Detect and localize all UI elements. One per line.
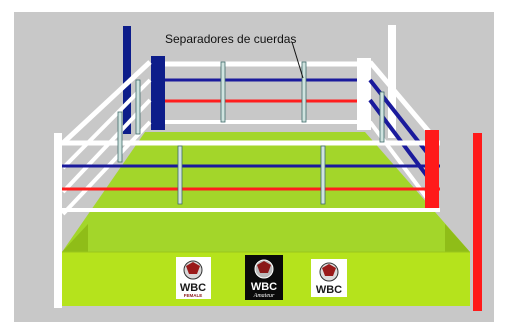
corner-post-front-right xyxy=(473,133,482,311)
back-ropes xyxy=(163,61,360,124)
left-rope-4 xyxy=(61,120,152,216)
corner-pad-back-left xyxy=(151,56,165,130)
left-rope-3 xyxy=(61,98,152,194)
left-ropes xyxy=(61,60,152,216)
rope-separator-front-1 xyxy=(177,145,183,205)
right-rope-1 xyxy=(368,60,438,142)
wbc-amateur-logo-subtext: Amateur xyxy=(253,293,275,299)
rope-separator-back-1 xyxy=(220,61,226,123)
wbc-logo-text: WBC xyxy=(316,284,342,296)
corner-post-back-right xyxy=(388,25,396,138)
corner-pad-back-right xyxy=(357,58,371,130)
canvas-floor xyxy=(62,132,470,252)
corner-pad-front-right xyxy=(425,130,439,208)
rope-separator-back-2 xyxy=(301,61,307,123)
rope-separator-front-2 xyxy=(320,145,326,205)
annotation-pointer xyxy=(291,41,304,79)
rope-separator-left-1 xyxy=(135,79,141,135)
wbc-female-logo-text: WBC xyxy=(180,282,206,294)
front-ropes xyxy=(60,140,440,212)
left-rope-1 xyxy=(61,60,152,145)
rope-separator-right-1 xyxy=(379,91,385,143)
corner-post-front-left xyxy=(54,133,62,308)
wbc-female-logo-subtext: FEMALE xyxy=(184,293,203,298)
rope-separator-left-2 xyxy=(117,111,123,163)
left-rope-2 xyxy=(61,78,152,170)
wbc-logo: WBC xyxy=(311,259,347,297)
wbc-amateur-logo: WBC Amateur xyxy=(245,255,283,300)
wbc-amateur-logo-text: WBC xyxy=(251,281,277,293)
wbc-female-logo: WBC FEMALE xyxy=(176,257,211,299)
annotation-label: Separadores de cuerdas xyxy=(165,32,296,46)
rope-separators xyxy=(117,61,385,205)
